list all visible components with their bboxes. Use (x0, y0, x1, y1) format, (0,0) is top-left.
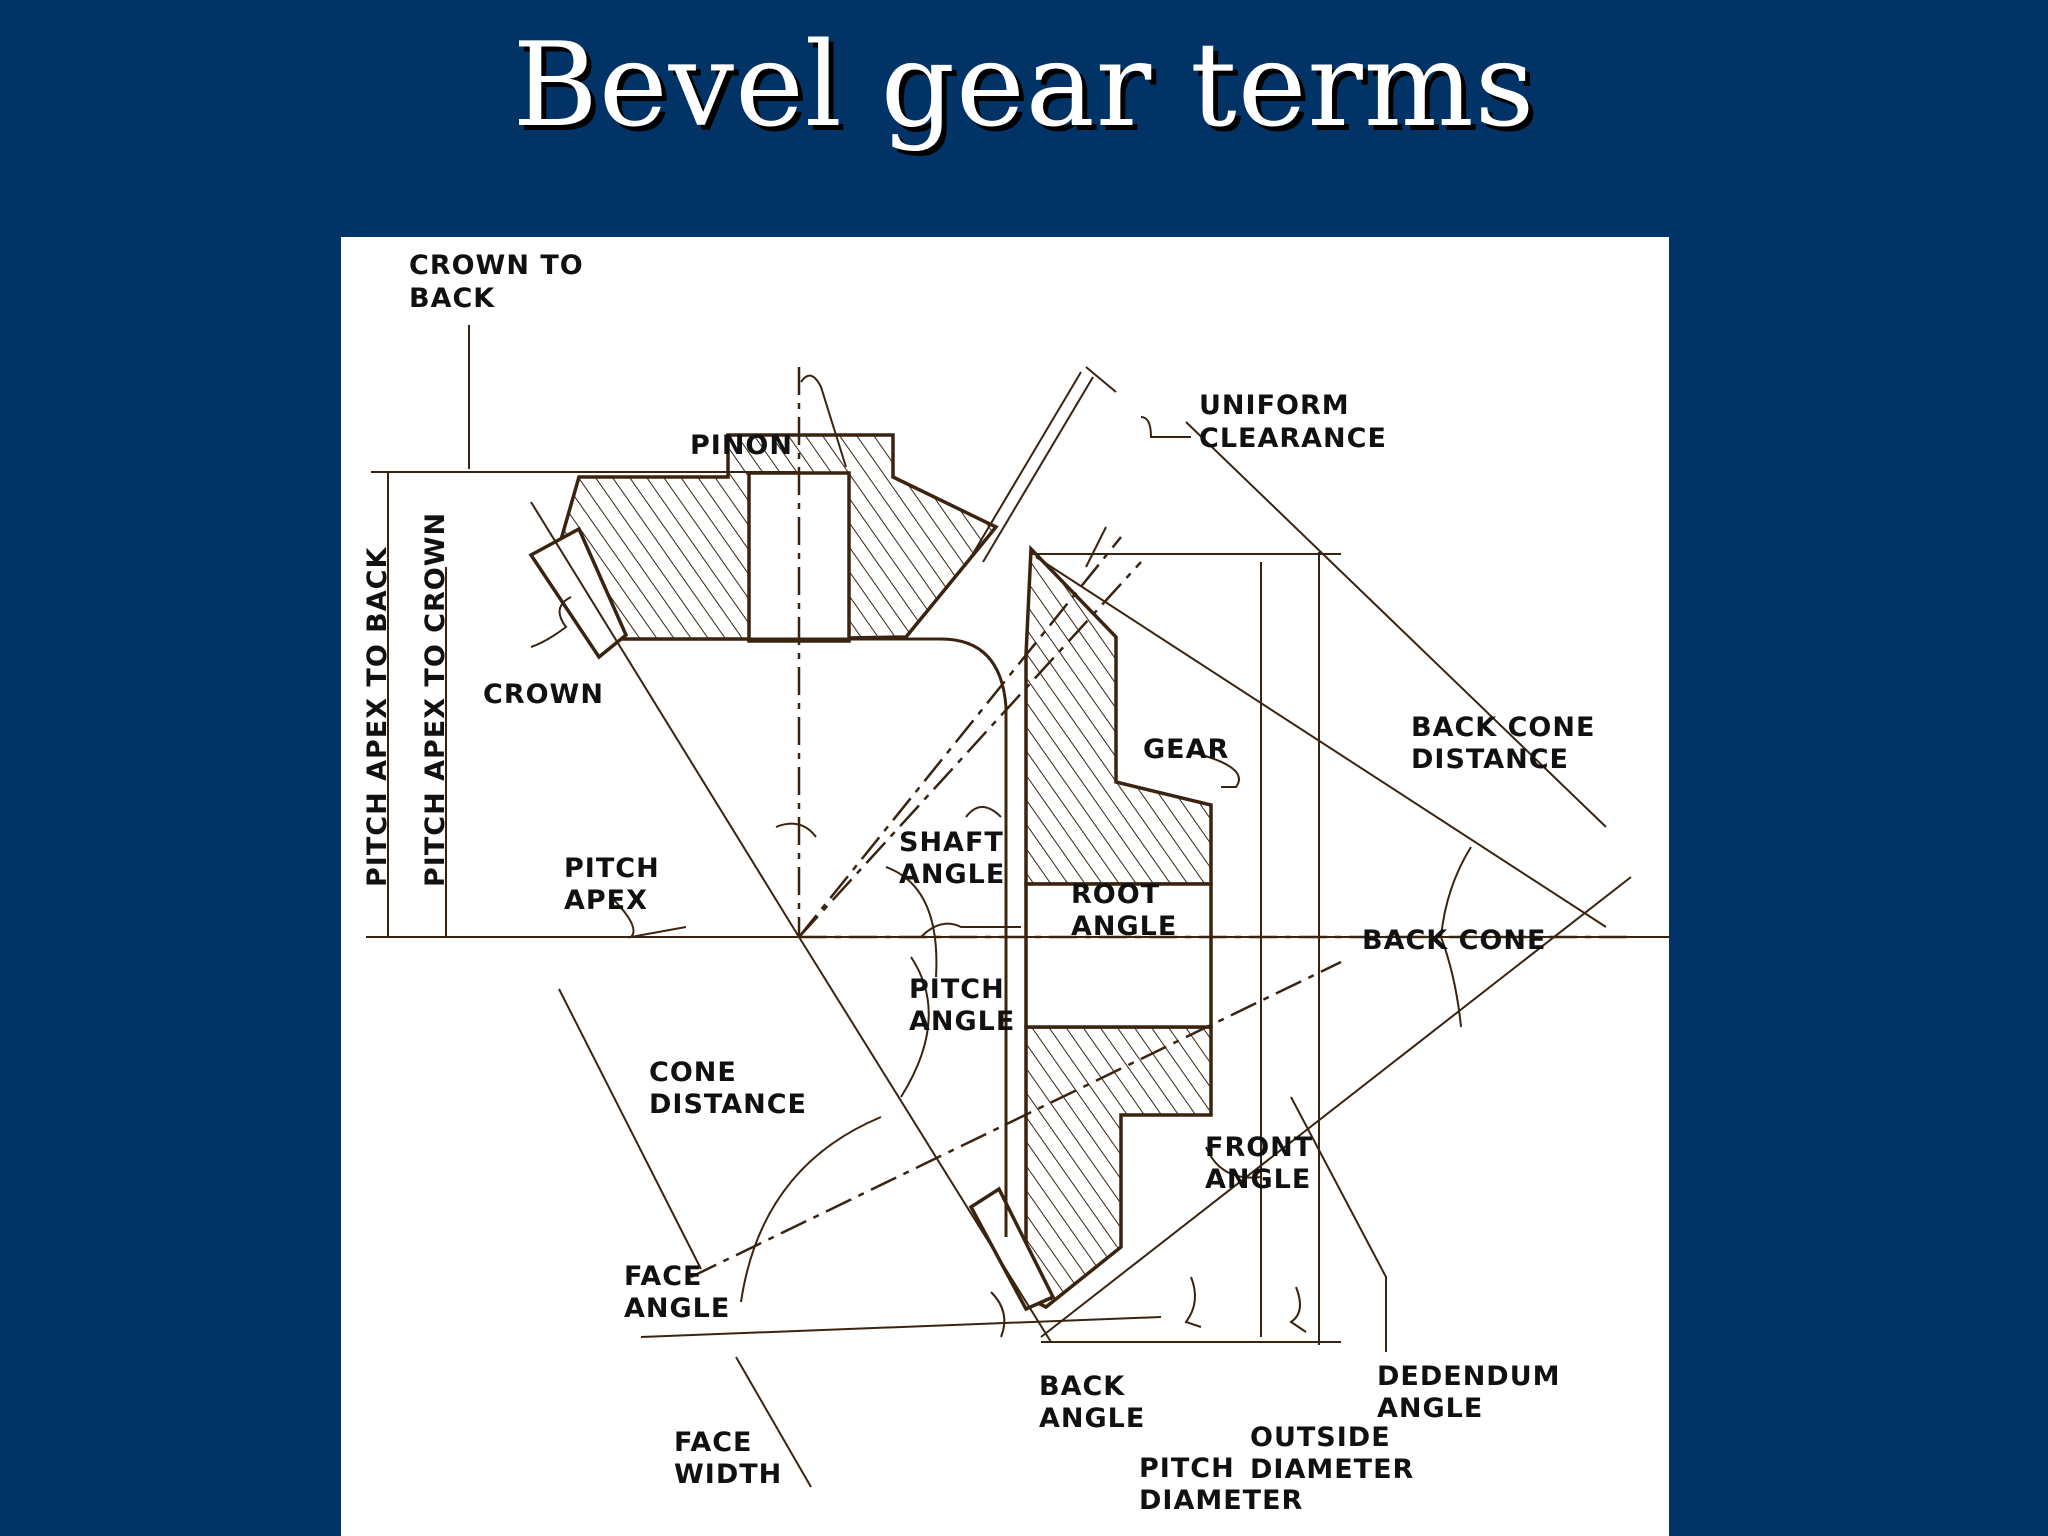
label-back-cone: BACK CONE (1362, 925, 1546, 956)
label-pitch-apex-line1: PITCH (564, 853, 660, 884)
label-pinon: PINON (690, 430, 793, 461)
construction-lines (366, 325, 1669, 1488)
label-root-angle-line2: ANGLE (1071, 911, 1177, 942)
gear-body (746, 544, 1213, 1312)
label-pitch-diameter-line1: PITCH (1139, 1453, 1235, 1484)
label-pitch-apex-line2: APEX (564, 885, 648, 916)
label-back-angle-line2: ANGLE (1039, 1403, 1145, 1434)
leader-lines (530, 374, 1387, 1352)
label-gear: GEAR (1143, 734, 1229, 765)
label-dedendum-angle-line1: DEDENDUM (1377, 1361, 1561, 1392)
label-uniform-clearance-line2: CLEARANCE (1199, 423, 1387, 454)
label-pitch-apex-to-back: PITCH APEX TO BACK (362, 547, 393, 887)
label-pitch-diameter-line2: DIAMETER (1139, 1485, 1303, 1516)
label-front-angle-line1: FRONT (1205, 1132, 1313, 1163)
labels: CROWN TO BACK PINON UNIFORM CLEARANCE PI… (362, 250, 1595, 1516)
slide-title: Bevel gear terms (512, 18, 1536, 153)
diagram-panel: CROWN TO BACK PINON UNIFORM CLEARANCE PI… (341, 237, 1669, 1536)
label-uniform-clearance-line1: UNIFORM (1199, 390, 1350, 421)
label-outside-diameter-line1: OUTSIDE (1250, 1422, 1391, 1453)
label-back-cone-distance-line1: BACK CONE (1411, 712, 1595, 743)
label-shaft-angle-line2: ANGLE (899, 859, 1005, 890)
bevel-gear-diagram: CROWN TO BACK PINON UNIFORM CLEARANCE PI… (362, 250, 1669, 1516)
label-shaft-angle-line1: SHAFT (899, 827, 1004, 858)
label-face-angle-line2: ANGLE (624, 1293, 730, 1324)
label-face-width-line2: WIDTH (674, 1459, 782, 1490)
label-back-angle-line1: BACK (1039, 1371, 1125, 1402)
label-root-angle-line1: ROOT (1071, 879, 1160, 910)
label-crown-to-back-line1: CROWN TO (409, 250, 584, 281)
label-cone-distance-line1: CONE (649, 1057, 737, 1088)
label-back-cone-distance-line2: DISTANCE (1411, 744, 1569, 775)
label-pitch-apex-to-crown: PITCH APEX TO CROWN (420, 512, 451, 887)
pinion-body (528, 433, 999, 660)
label-pitch-angle-line1: PITCH (909, 974, 1005, 1005)
label-cone-distance-line2: DISTANCE (649, 1089, 807, 1120)
label-face-width-line1: FACE (674, 1427, 753, 1458)
label-pitch-angle-line2: ANGLE (909, 1006, 1015, 1037)
label-dedendum-angle-line2: ANGLE (1377, 1393, 1483, 1424)
label-crown: CROWN (483, 679, 604, 710)
label-front-angle-line2: ANGLE (1205, 1164, 1311, 1195)
label-face-angle-line1: FACE (624, 1261, 703, 1292)
label-crown-to-back-line2: BACK (409, 283, 495, 314)
label-outside-diameter-line2: DIAMETER (1250, 1454, 1414, 1485)
